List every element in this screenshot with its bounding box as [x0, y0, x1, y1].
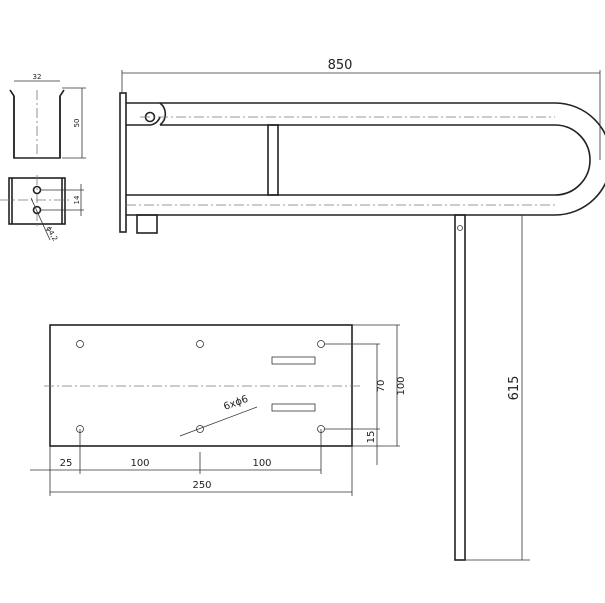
- dim-850: 850: [328, 58, 353, 73]
- support-leg: [454, 214, 466, 561]
- base-plate-view: 6xϕ6 70 100 15 25 100 100 250: [30, 324, 407, 496]
- hole-note: 6xϕ6: [222, 394, 249, 413]
- dim-32: 32: [33, 73, 42, 81]
- dim-615: 615: [507, 376, 522, 401]
- tube-outer: [126, 102, 605, 216]
- wall-plate: [119, 92, 127, 233]
- dim-100-b: 100: [252, 458, 271, 469]
- dim-70: 70: [376, 380, 387, 393]
- dim-100-height: 100: [396, 376, 407, 395]
- dim-100-a: 100: [130, 458, 149, 469]
- strut: [267, 124, 279, 196]
- dim-50: 50: [73, 119, 81, 128]
- dim-15: 15: [366, 431, 377, 444]
- dim-250: 250: [192, 480, 211, 491]
- bracket-top-view: 32 50: [9, 73, 86, 160]
- dim-25: 25: [60, 458, 73, 469]
- hinge-block: [136, 214, 158, 234]
- dim-14: 14: [73, 195, 81, 204]
- bracket-bottom-view: 14 ϕ4,2: [0, 175, 84, 243]
- grab-bar-side-view: 850 615: [119, 58, 605, 561]
- dim-hole-diameter: ϕ4,2: [44, 225, 59, 243]
- tube-inner: [126, 124, 591, 196]
